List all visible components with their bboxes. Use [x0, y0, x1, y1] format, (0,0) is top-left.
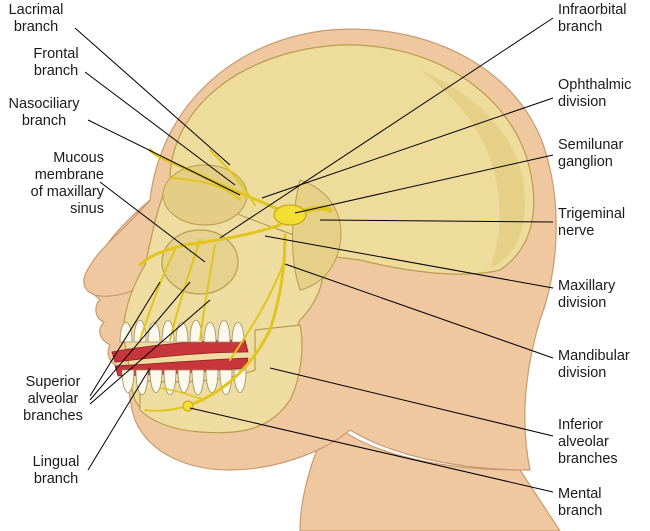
leader-mandibular [284, 263, 554, 359]
leader-semilunar [294, 154, 554, 214]
leader-trigeminal [319, 219, 554, 223]
lower-tooth [149, 369, 163, 393]
upper-tooth [133, 320, 147, 343]
leader-superior-alveolar-3 [89, 299, 211, 405]
leader-mental [189, 407, 554, 493]
leader-maxillary [264, 235, 554, 289]
leader-lines [74, 17, 554, 493]
leader-superior-alveolar-1 [89, 281, 161, 397]
mental-foramen [182, 400, 194, 412]
cranium-shading [420, 70, 525, 268]
leader-frontal [84, 71, 236, 186]
leader-nasociliary [87, 119, 241, 196]
leader-lingual [87, 367, 151, 471]
lower-tooth [177, 369, 191, 393]
upper-tooth [189, 320, 203, 343]
leader-infraorbital [219, 17, 554, 239]
upper-tooth [119, 322, 133, 343]
leader-ophthalmic [261, 97, 554, 199]
leader-lacrimal [74, 27, 231, 166]
lower-tooth [121, 369, 135, 393]
upper-tooth [231, 322, 245, 343]
nose [83, 199, 151, 297]
leader-mucous [99, 181, 206, 263]
lower-tooth [163, 369, 177, 395]
leader-inferior-alveolar [269, 367, 554, 437]
leader-superior-alveolar-2 [89, 281, 191, 401]
upper-tooth [217, 320, 231, 343]
lower-tooth [191, 369, 205, 395]
upper-gum [111, 339, 249, 363]
semilunar-ganglion [273, 204, 307, 226]
upper-tooth [203, 322, 217, 343]
